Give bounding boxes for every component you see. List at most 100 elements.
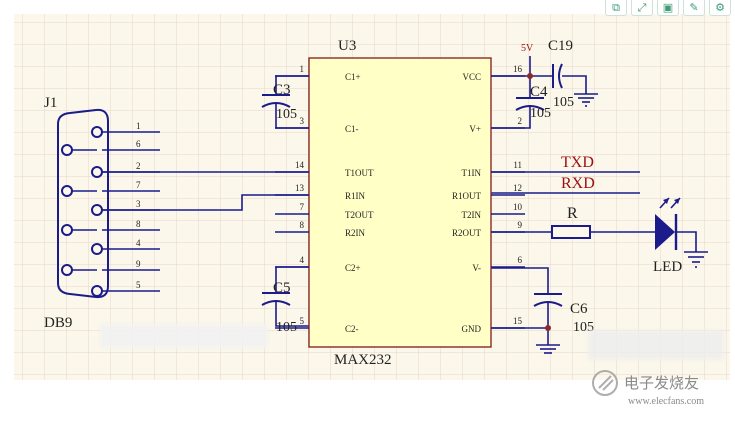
expand-button[interactable]: ⤢ [631,0,653,16]
db9-pin-number: 1 [136,121,141,131]
chip-pin-number: 3 [300,116,305,126]
db9-pin-number: 9 [136,259,141,269]
chip-pin-name: R1OUT [452,191,482,201]
image-toolbar: ⧉ ⤢ ▣ ✎ ⚙ [566,0,735,16]
save-button[interactable]: ▣ [657,0,679,16]
chip-pin-name: C1+ [345,72,361,82]
capacitor-c5-ref: C5 [273,280,291,296]
chip-pin-number: 1 [300,64,305,74]
db9-pin-number: 3 [136,199,141,209]
connector-part-label: DB9 [44,315,72,331]
capacitor-c5-value: 105 [276,320,297,335]
chip-pin-name: T2OUT [345,210,374,220]
chip-pin-name: T2IN [462,210,482,220]
resistor-r-ref: R [567,205,578,222]
chip-pin-number: 8 [300,220,305,230]
chip-pin-name: R2OUT [452,228,482,238]
capacitor-c19-symbol [552,63,563,89]
db9-pin-number: 8 [136,219,141,229]
db9-pin-number: 5 [136,280,141,290]
capacitor-c3-symbol [261,94,291,108]
resistor-r-body [551,225,591,239]
chip-pin-number: 11 [513,160,522,170]
db9-pin-socket [91,126,103,138]
chip-pin-number: 16 [513,64,523,74]
txd-net-label: TXD [561,154,594,171]
db9-pin-socket [61,264,73,276]
capacitor-c4-value: 105 [530,106,551,121]
edit-button[interactable]: ✎ [683,0,705,16]
chip-pin-number: 14 [295,160,305,170]
db9-pin-number: 2 [136,161,141,171]
capacitor-c19-value-overlap: 105 [553,95,574,110]
copy-button[interactable]: ⧉ [605,0,627,16]
save-icon: ▣ [662,1,674,14]
chip-ref-label: U3 [338,38,356,54]
blurred-corner-overlay [588,330,724,360]
chip-pin-name: VCC [462,72,481,82]
db9-pin-socket [91,166,103,178]
junction-dots [527,73,551,331]
gear-icon: ⚙ [715,1,725,14]
led-symbol [655,197,681,250]
capacitor-c4-symbol [515,97,545,111]
capacitor-c3-value: 105 [276,107,297,122]
db9-pin-number: 4 [136,238,141,248]
chip-pin-name: GND [462,324,482,334]
chip-pin-name: T1OUT [345,168,374,178]
chip-pin-name: R1IN [345,191,366,201]
chip-pin-number: 12 [513,183,522,193]
chip-pin-number: 5 [300,316,305,326]
chip-pin-number: 13 [295,183,305,193]
db9-pin-socket [61,185,73,197]
chip-pin-number: 7 [300,202,305,212]
db9-pin-number: 6 [136,139,141,149]
chip-pin-name: C2- [345,324,359,334]
db9-pin-socket [91,285,103,297]
chip-pin-number: 4 [300,255,305,265]
watermark-url: www.elecfans.com [628,396,704,407]
ground-symbol-c6 [536,344,560,354]
settings-button[interactable]: ⚙ [709,0,731,16]
chip-pin-name: V- [472,263,481,273]
db9-pin-socket [91,204,103,216]
ground-symbol-led [684,251,708,268]
max232-chip-body [308,57,492,348]
watermark-logo [592,370,618,396]
led-ref-label: LED [653,259,682,275]
connector-ref-label: J1 [44,95,57,111]
expand-icon: ⤢ [637,1,647,14]
chip-pin-number: 15 [513,316,523,326]
supply-net-label: 5V [521,43,534,54]
chip-pin-name: V+ [469,124,481,134]
db9-pin-number: 7 [136,180,141,190]
rxd-net-label: RXD [561,175,595,192]
db9-pin-socket [61,144,73,156]
db9-pin-socket [61,224,73,236]
blurred-caption-overlay [100,324,268,348]
capacitor-c19-ref: C19 [548,38,573,54]
chip-pin-name: R2IN [345,228,366,238]
edit-icon: ✎ [689,1,699,14]
capacitor-c6-symbol [533,293,563,307]
chip-pin-number: 6 [518,255,523,265]
chip-pin-name: C1- [345,124,359,134]
watermark-text: 电子发烧友 [624,375,699,392]
copy-icon: ⧉ [612,1,620,14]
chip-pin-number: 2 [518,116,523,126]
capacitor-c4-ref: C4 [530,84,548,100]
db9-pins: 1 6 2 7 3 8 4 9 5 [61,121,160,297]
capacitor-c6-ref: C6 [570,301,588,317]
capacitor-c3-ref: C3 [273,82,291,98]
chip-pin-name: C2+ [345,263,361,273]
ground-symbol-c19 [574,93,598,107]
chip-pin-name: T1IN [462,168,482,178]
chip-pin-number: 9 [518,220,523,230]
chip-pin-number: 10 [513,202,523,212]
capacitor-c5-symbol [261,292,291,306]
chip-part-label: MAX232 [334,352,392,368]
db9-connector-outline [57,108,109,299]
